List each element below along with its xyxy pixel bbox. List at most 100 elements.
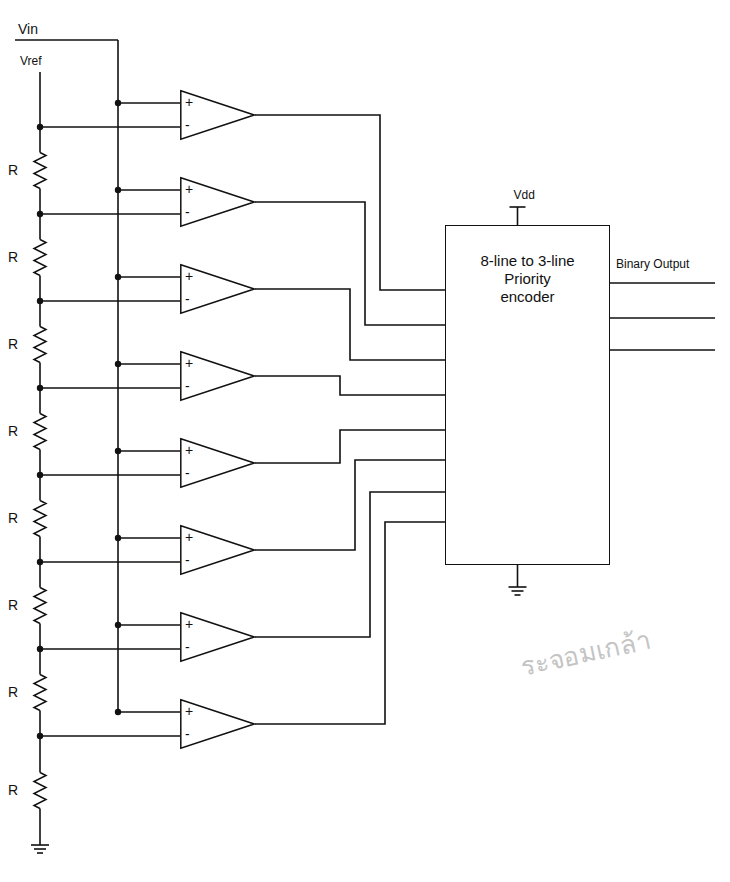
comparator: +-: [180, 264, 255, 314]
wire: [40, 561, 180, 563]
junction-dot: [115, 535, 121, 541]
output-line: [610, 317, 715, 319]
wire: [118, 102, 180, 104]
junction-dot: [115, 187, 121, 193]
minus-sign: -: [185, 553, 190, 567]
wire: [510, 206, 526, 208]
encoder-box: 8-line to 3-line Priority encoder: [445, 225, 610, 565]
wire: [118, 363, 180, 365]
wire: [39, 276, 41, 302]
junction-dot: [37, 385, 43, 391]
wire: [39, 809, 41, 846]
resistor-symbol: [34, 773, 46, 809]
signal-wire: [255, 289, 445, 360]
wire: [39, 214, 41, 240]
signal-wire: [255, 430, 445, 463]
resistor-label: R: [8, 511, 18, 525]
resistor-symbol: [34, 501, 46, 537]
wire: [39, 72, 41, 127]
minus-sign: -: [185, 205, 190, 219]
plus-sign: +: [185, 182, 193, 196]
junction-dot: [115, 274, 121, 280]
wire: [118, 450, 180, 452]
wire: [39, 127, 41, 153]
comparator: +-: [180, 699, 255, 749]
minus-sign: -: [185, 466, 190, 480]
ground-symbol: [515, 594, 521, 596]
wire: [40, 387, 180, 389]
wire: [39, 388, 41, 414]
wire: [39, 649, 41, 675]
wire: [40, 648, 180, 650]
junction-dot: [115, 361, 121, 367]
wire: [39, 450, 41, 476]
resistor-symbol: [34, 675, 46, 711]
signal-wire: [255, 492, 445, 637]
signal-label: Vref: [20, 55, 42, 67]
junction-dot: [37, 733, 43, 739]
plus-sign: +: [185, 704, 193, 718]
wire: [15, 39, 118, 41]
junction-dot: [37, 211, 43, 217]
wire: [39, 736, 41, 773]
junction-dot: [37, 298, 43, 304]
wire: [40, 735, 180, 737]
junction-dot: [115, 448, 121, 454]
resistor-symbol: [34, 240, 46, 276]
minus-sign: -: [185, 379, 190, 393]
wire: [118, 537, 180, 539]
signal-label: Binary Output: [616, 258, 689, 270]
watermark: ระจอมเกล้า: [519, 627, 654, 680]
resistor-label: R: [8, 783, 18, 797]
resistor-label: R: [8, 685, 18, 699]
wire: [39, 562, 41, 588]
plus-sign: +: [185, 356, 193, 370]
wire: [117, 40, 119, 712]
comparator: +-: [180, 177, 255, 227]
junction-dot: [37, 646, 43, 652]
junction-dot: [37, 124, 43, 130]
wire: [39, 624, 41, 650]
resistor-symbol: [34, 153, 46, 189]
comparator: +-: [180, 90, 255, 140]
wire: [118, 276, 180, 278]
signal-wire: [255, 376, 445, 395]
ground-symbol: [512, 590, 524, 592]
wire: [118, 624, 180, 626]
wire: [517, 207, 519, 225]
minus-sign: -: [185, 727, 190, 741]
wire: [517, 565, 519, 587]
resistor-label: R: [8, 598, 18, 612]
minus-sign: -: [185, 640, 190, 654]
resistor-label: R: [8, 337, 18, 351]
output-line: [610, 349, 715, 351]
resistor-label: R: [8, 163, 18, 177]
wire: [39, 537, 41, 563]
ground-symbol: [509, 586, 527, 588]
signal-label: Vdd: [514, 189, 535, 201]
wire: [118, 189, 180, 191]
comparator: +-: [180, 612, 255, 662]
resistor-symbol: [34, 414, 46, 450]
junction-dot: [115, 100, 121, 106]
wire: [39, 711, 41, 737]
ground-symbol: [31, 844, 49, 846]
plus-sign: +: [185, 443, 193, 457]
wire: [40, 300, 180, 302]
minus-sign: -: [185, 118, 190, 132]
resistor-symbol: [34, 588, 46, 624]
signal-wire: [255, 522, 445, 724]
minus-sign: -: [185, 292, 190, 306]
resistor-label: R: [8, 424, 18, 438]
encoder-label: 8-line to 3-line Priority encoder: [446, 252, 609, 306]
plus-sign: +: [185, 269, 193, 283]
junction-dot: [115, 709, 121, 715]
wire: [39, 363, 41, 389]
comparator: +-: [180, 525, 255, 575]
plus-sign: +: [185, 530, 193, 544]
wire: [40, 474, 180, 476]
junction-dot: [37, 559, 43, 565]
wire: [39, 475, 41, 501]
